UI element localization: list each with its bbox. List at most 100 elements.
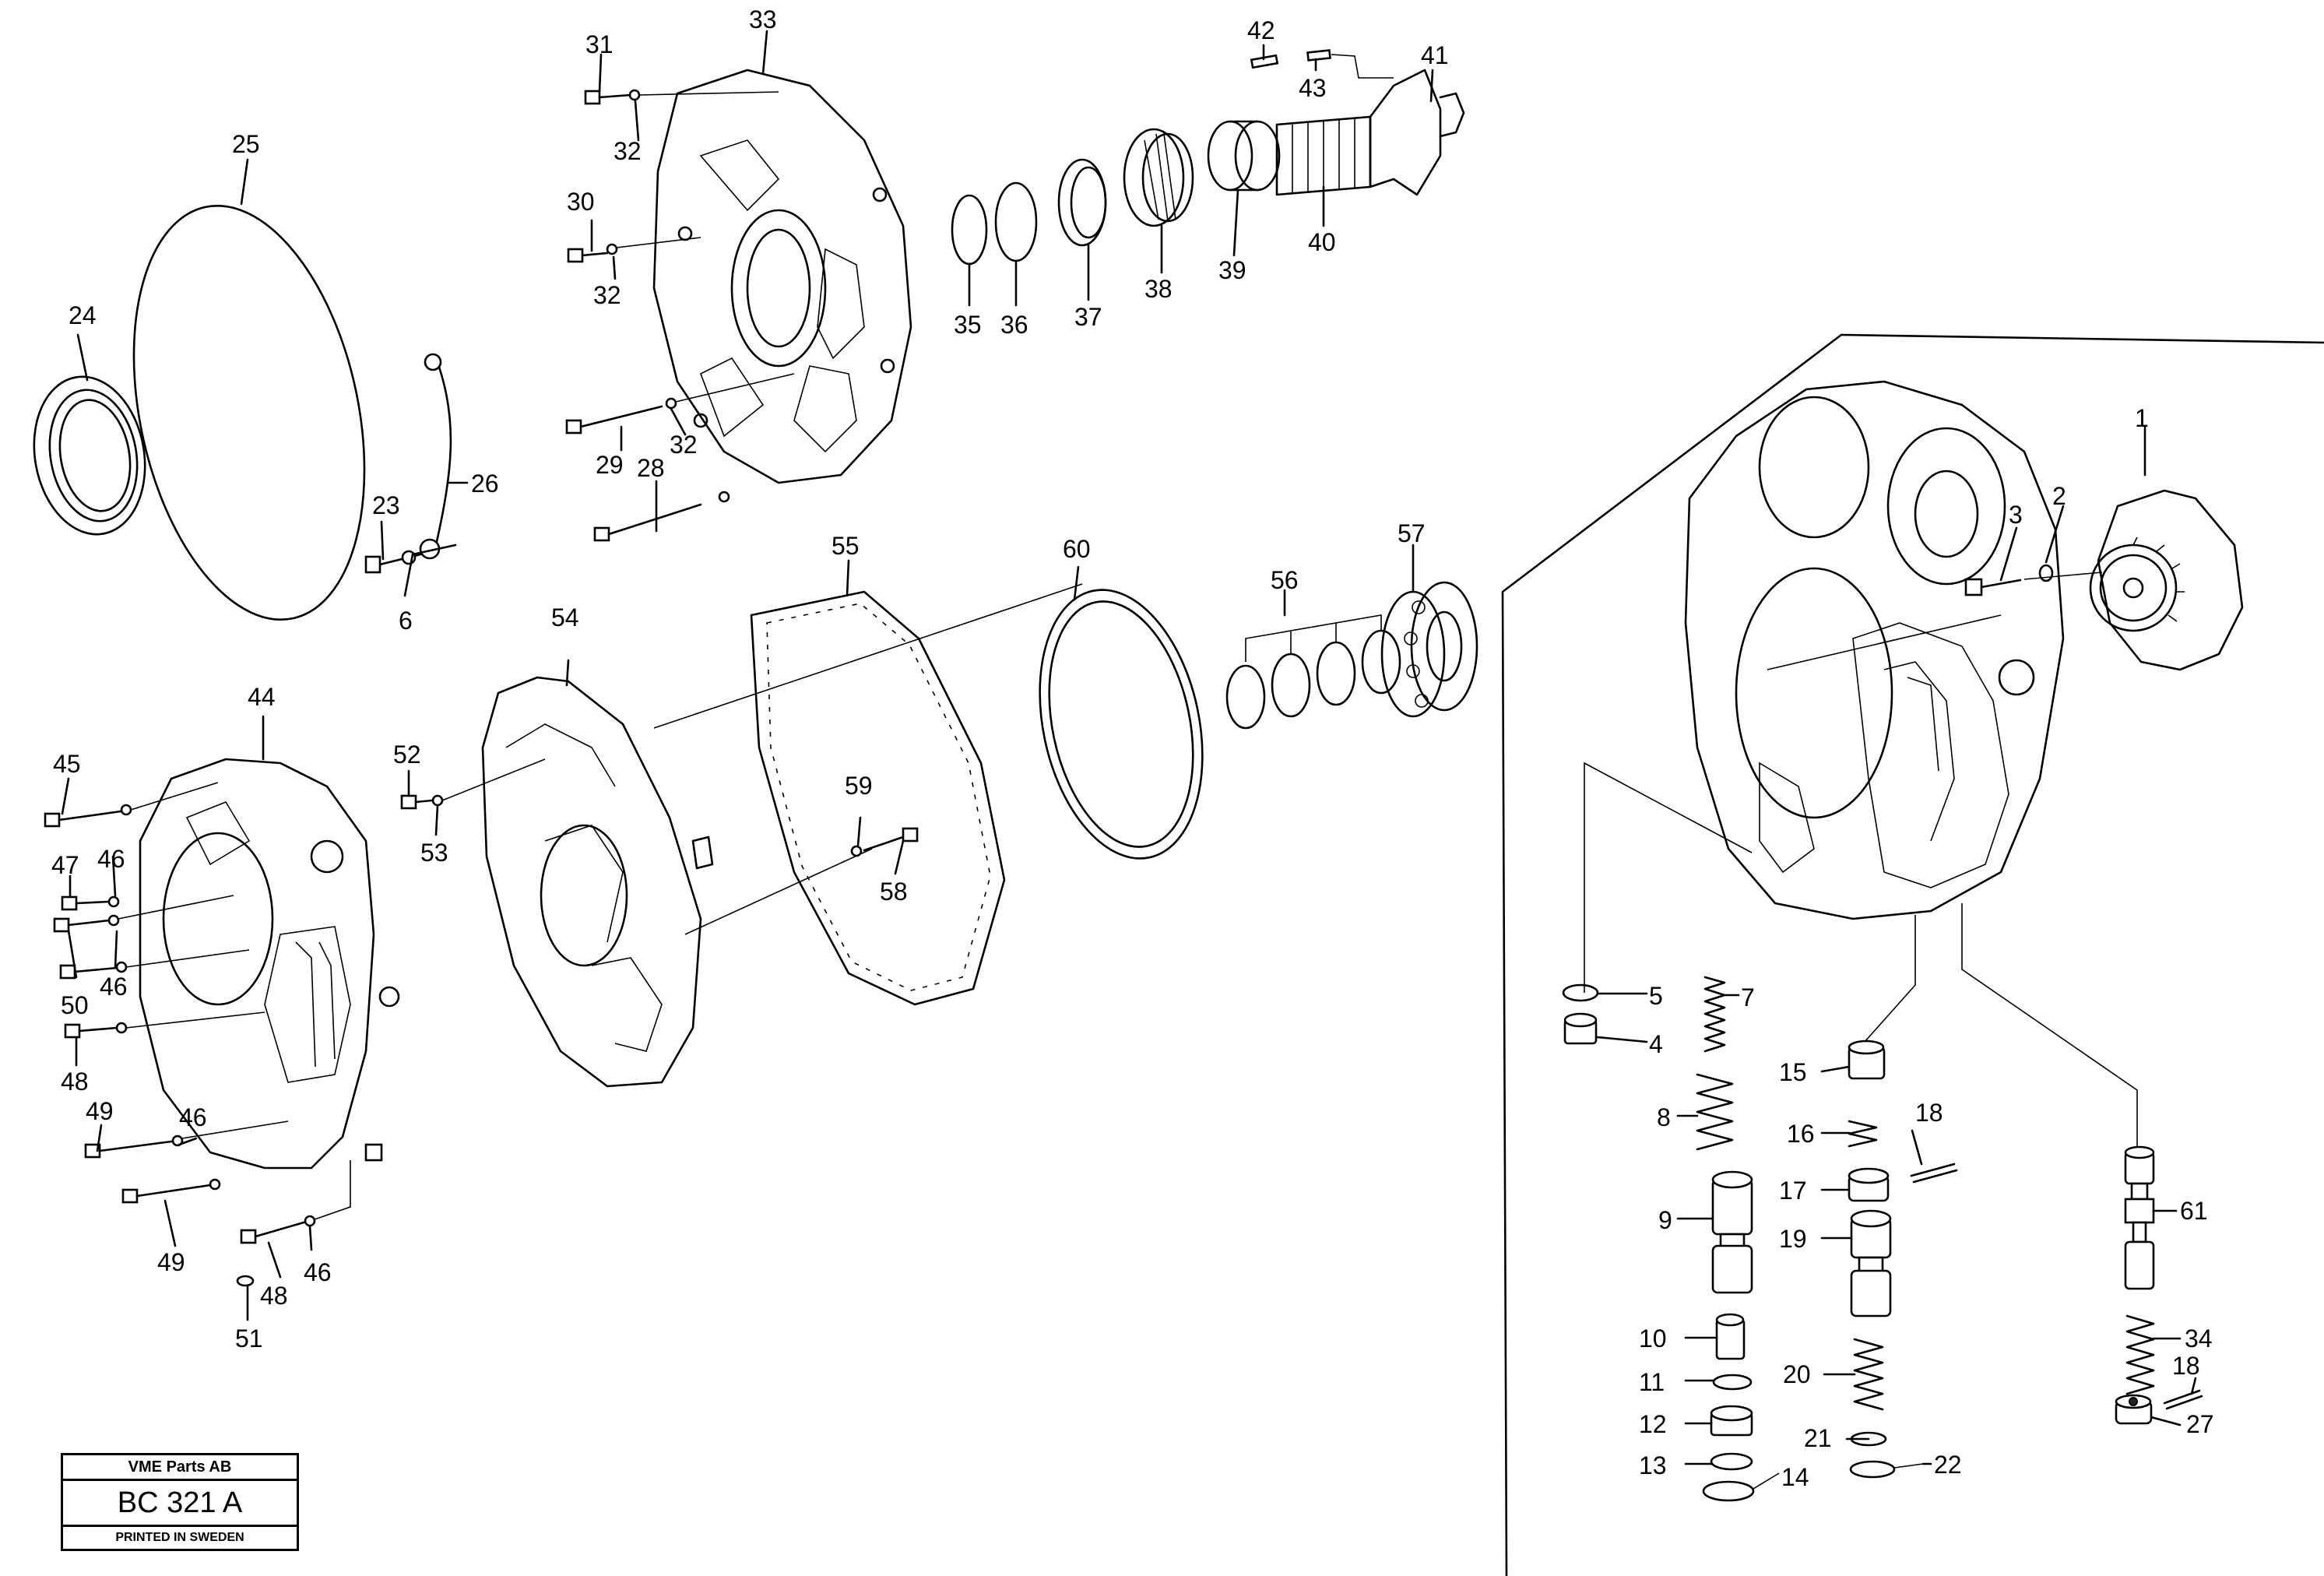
callout-37: 37 xyxy=(1074,303,1102,331)
callout-33: 33 xyxy=(749,5,777,33)
part-17-cap xyxy=(1848,1167,1890,1202)
detail-view-boundary xyxy=(1501,333,2324,1576)
callout-59: 59 xyxy=(845,772,873,800)
callout-21: 21 xyxy=(1804,1424,1832,1452)
part-4-plug xyxy=(1563,1012,1598,1045)
stamp-company: VME Parts AB xyxy=(63,1455,297,1481)
callout-6: 6 xyxy=(399,607,413,635)
part-55-gasket xyxy=(750,590,1006,1006)
part-34-spring xyxy=(2125,1314,2155,1395)
callout-52: 52 xyxy=(393,741,421,769)
part-41-flange-shaft xyxy=(1369,69,1465,196)
part-18-pin xyxy=(1910,1163,1958,1184)
part-20-spring xyxy=(1853,1338,1884,1411)
callout-39: 39 xyxy=(1218,256,1246,284)
leader-to-part-61 xyxy=(1961,903,2138,1152)
bolts-rear-cover xyxy=(565,89,795,542)
callout-49a: 49 xyxy=(86,1097,114,1125)
callout-58: 58 xyxy=(880,878,908,906)
part-22-ring xyxy=(1849,1460,1924,1479)
part-1-oil-pump xyxy=(2089,489,2244,671)
callout-40: 40 xyxy=(1308,228,1336,256)
part-15-plug xyxy=(1848,1040,1886,1080)
bolt-58-washer-59 xyxy=(850,827,919,857)
callout-32b: 32 xyxy=(593,281,621,309)
part-26-pipe xyxy=(419,353,452,560)
bolts-housing-44 xyxy=(44,782,351,1287)
callout-46a: 46 xyxy=(97,845,125,873)
callout-51: 51 xyxy=(235,1324,263,1353)
callout-56: 56 xyxy=(1271,566,1299,594)
part-40-splined-shaft xyxy=(1275,115,1372,196)
callout-42: 42 xyxy=(1247,16,1275,44)
part-54-pump-housing xyxy=(481,583,1083,1088)
part-13-seal xyxy=(1710,1452,1753,1471)
part-38-roller-bearing xyxy=(1123,128,1194,227)
part-14-o-ring xyxy=(1702,1472,1780,1502)
callout-9: 9 xyxy=(1658,1206,1672,1234)
bolt-52-washer-53 xyxy=(400,758,546,810)
callout-35: 35 xyxy=(954,311,982,339)
part-2-3-bolt-washer xyxy=(1964,564,2103,596)
callout-57: 57 xyxy=(1398,519,1426,547)
part-11-o-ring xyxy=(1712,1374,1753,1391)
callout-20: 20 xyxy=(1783,1360,1811,1388)
callout-36: 36 xyxy=(1000,311,1028,339)
callout-50: 50 xyxy=(61,991,89,1019)
callout-26: 26 xyxy=(471,470,499,498)
callout-38: 38 xyxy=(1144,275,1173,303)
callout-5: 5 xyxy=(1649,982,1663,1010)
callout-46b: 46 xyxy=(100,973,128,1001)
part-60-washer xyxy=(1039,589,1204,860)
callout-53: 53 xyxy=(420,839,448,867)
callout-28: 28 xyxy=(637,454,665,482)
callout-12: 12 xyxy=(1639,1410,1667,1438)
callout-3: 3 xyxy=(2009,501,2023,529)
callout-43: 43 xyxy=(1299,74,1327,102)
callout-labels: 1 2 3 4 5 6 7 8 9 10 11 12 13 14 15 16 1… xyxy=(51,5,2214,1491)
leader-to-part-5 xyxy=(1584,762,1753,993)
part-44-housing xyxy=(139,758,400,1170)
callout-8: 8 xyxy=(1657,1103,1671,1131)
part-24-seal xyxy=(33,375,146,536)
part-25-o-ring xyxy=(132,205,366,621)
callout-48a: 48 xyxy=(61,1068,89,1096)
part-9-valve xyxy=(1711,1170,1753,1294)
callout-leaders xyxy=(61,30,2197,1465)
callout-17: 17 xyxy=(1779,1177,1807,1205)
title-stamp: VME Parts AB BC 321 A PRINTED IN SWEDEN xyxy=(61,1453,299,1551)
callout-46d: 46 xyxy=(304,1258,332,1286)
callout-30: 30 xyxy=(567,188,595,216)
callout-1: 1 xyxy=(2135,404,2149,432)
callout-15: 15 xyxy=(1779,1058,1807,1086)
callout-2: 2 xyxy=(2052,482,2066,510)
callout-13: 13 xyxy=(1639,1451,1667,1479)
stamp-code: BC 321 A xyxy=(63,1481,297,1527)
callout-46c: 46 xyxy=(179,1103,207,1131)
part-36-snap-ring xyxy=(994,181,1038,262)
callout-11: 11 xyxy=(1639,1368,1665,1396)
part-16-spring xyxy=(1848,1120,1878,1148)
part-7-spring xyxy=(1703,976,1726,1053)
callout-44: 44 xyxy=(248,683,276,711)
callout-29: 29 xyxy=(596,451,624,479)
part-12-plug xyxy=(1710,1405,1753,1437)
part-37-ring xyxy=(1057,158,1107,247)
part-57-ball-bearing xyxy=(1380,581,1478,718)
stamp-printed: PRINTED IN SWEDEN xyxy=(115,1531,244,1544)
part-8-spring xyxy=(1696,1073,1734,1151)
callout-32a: 32 xyxy=(614,137,642,165)
callout-22: 22 xyxy=(1934,1451,1962,1479)
part-18-pin-2 xyxy=(2163,1389,2203,1410)
callout-24: 24 xyxy=(69,301,97,329)
callout-18: 18 xyxy=(1915,1099,1943,1127)
callout-23: 23 xyxy=(372,491,400,519)
callout-25: 25 xyxy=(232,130,260,158)
callout-7: 7 xyxy=(1741,983,1755,1011)
part-56-piston-rings xyxy=(1225,614,1401,730)
callout-60: 60 xyxy=(1063,535,1091,563)
callout-55: 55 xyxy=(832,532,860,560)
callout-18b: 18 xyxy=(2172,1352,2200,1380)
callout-19: 19 xyxy=(1779,1225,1807,1253)
